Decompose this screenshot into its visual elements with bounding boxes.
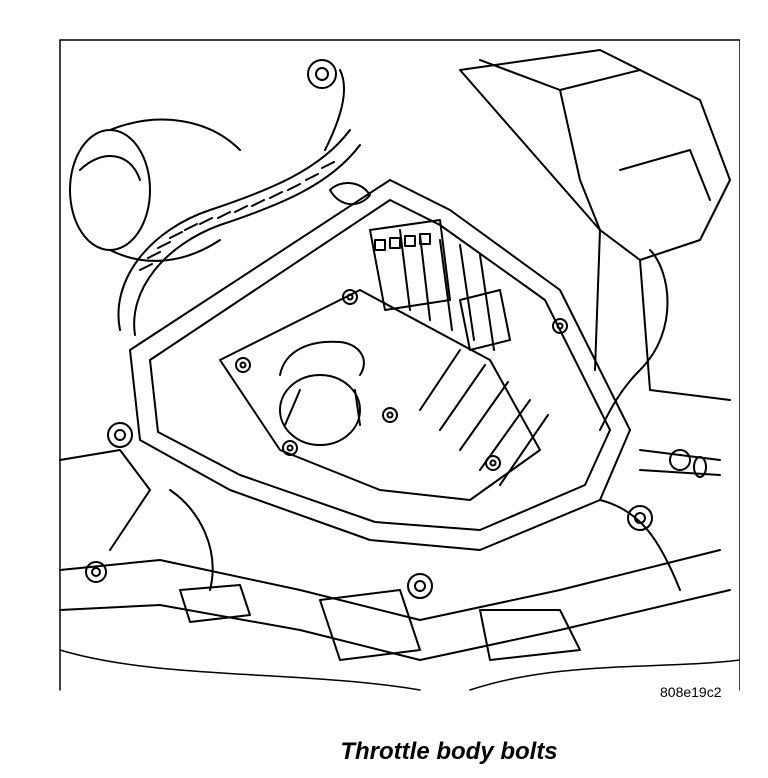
throttle-body-bolts [235, 289, 568, 471]
battery-box [459, 49, 731, 401]
right-hose [599, 449, 721, 591]
figure-caption: Throttle body bolts [340, 738, 558, 765]
lower-bracket [59, 449, 731, 661]
figure-code: 808e19c2 [660, 684, 722, 700]
engine-bay-line-illustration [59, 39, 740, 691]
throttle-body-housing [129, 179, 631, 551]
wiring-harness [117, 59, 669, 431]
throttle-bore [279, 340, 365, 446]
intake-tube [69, 118, 241, 262]
mounting-nuts [85, 422, 691, 599]
engine-bay-frame [59, 39, 740, 691]
